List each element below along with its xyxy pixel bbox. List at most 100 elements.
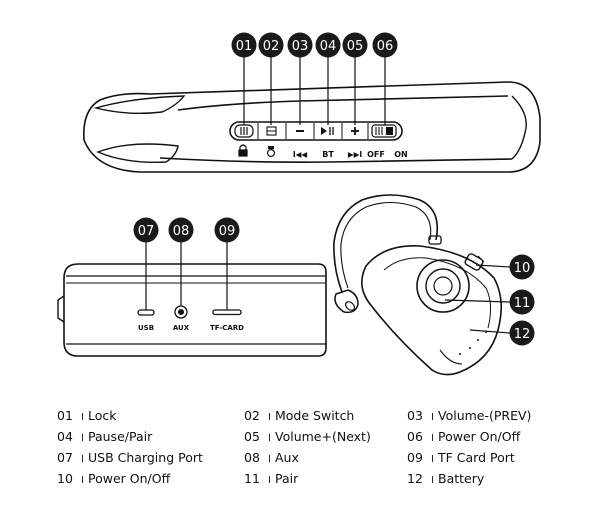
side-view-left-end [57,295,65,323]
button-strip-frame [229,121,403,141]
svg-text:07: 07 [138,224,155,239]
svg-text:12: 12 [514,327,531,342]
legend-separator: I [268,412,271,423]
usb-port[interactable] [137,309,155,316]
svg-text:05: 05 [347,39,364,54]
legend-separator: I [268,454,271,465]
legend-separator: I [268,433,271,444]
off-label: OFF [367,150,385,159]
legend-separator: I [431,412,434,423]
svg-text:10: 10 [514,261,531,276]
top-view-left-panel-upper [93,95,186,115]
legend-number: 04 [57,429,73,444]
callout-08: 08 [168,217,194,243]
top-view-button-strip [229,121,403,141]
top-view-icon-row: I◀◀ BT ▶▶I OFF ON [238,144,408,159]
padlock-icon [238,144,248,157]
callout-09: 09 [214,217,240,243]
svg-text:02: 02 [263,39,280,54]
top-callout-leaders [243,56,386,125]
battery-indicator-dots [459,331,487,355]
mode-switch-button[interactable] [266,126,277,136]
legend-label: TF Card Port [438,450,515,465]
svg-text:08: 08 [173,224,190,239]
legend-label: USB Charging Port [88,450,203,465]
speaker-center [433,276,453,296]
legend-label: Pair [275,471,299,486]
side-callout-leaders [145,241,228,310]
on-label: ON [394,150,408,159]
svg-text:03: 03 [292,39,309,54]
ear-hook-joint [428,235,442,245]
legend-number: 03 [407,408,423,423]
legend-separator: I [431,475,434,486]
legend-number: 05 [244,429,260,444]
skip-forward-icon: ▶▶I [348,150,363,159]
svg-text:04: 04 [320,39,337,54]
earpiece-callouts: 10 11 12 [509,254,535,346]
aux-port[interactable] [174,305,188,319]
top-view-left-panel-lower [96,143,179,163]
svg-text:11: 11 [514,296,531,311]
callout-10: 10 [509,254,535,280]
legend-separator: I [81,475,84,486]
legend-item-05: 05 I Volume+(Next) [244,429,371,446]
speaker-inner [425,268,461,304]
legend-item-09: 09 I TF Card Port [407,450,515,467]
mode-swap-icon [266,146,276,158]
legend-number: 07 [57,450,73,465]
svg-text:06: 06 [377,39,394,54]
legend-separator: I [81,433,84,444]
earpiece-lower-edge [439,349,463,365]
usb-label: USB [138,324,154,332]
earpiece-power-button[interactable] [464,253,485,271]
top-callouts: 01 02 03 04 05 06 [231,32,398,58]
top-view-body-outline [83,81,541,173]
svg-text:09: 09 [219,224,236,239]
side-view-headset [57,263,327,357]
legend-separator: I [81,412,84,423]
svg-text:01: 01 [236,39,253,54]
legend-number: 12 [407,471,423,486]
power-switch[interactable] [371,124,397,138]
play-pause-button[interactable] [321,127,334,135]
bt-label: BT [322,150,334,159]
legend-label: Lock [88,408,117,423]
legend-label: Battery [438,471,485,486]
volume-plus-button[interactable] [351,127,359,135]
legend-separator: I [431,454,434,465]
aux-label: AUX [173,324,190,332]
top-view-upper-contour [177,95,509,111]
callout-06: 06 [372,32,398,58]
top-view-lower-contour [159,157,513,163]
ear-hook [333,194,439,293]
legend-number: 09 [407,450,423,465]
hook-end-cap [334,289,359,314]
legend-label: Power On/Off [88,471,171,486]
tf-card-label: TF-CARD [210,324,244,332]
legend-label: Power On/Off [438,429,521,444]
tf-card-slot[interactable] [212,309,242,316]
earpiece-body [361,245,502,376]
lock-switch[interactable] [234,124,254,138]
legend-number: 10 [57,471,73,486]
legend-label: Aux [275,450,299,465]
callout-05: 05 [342,32,368,58]
side-view-port-labels: USB AUX TF-CARD [138,324,244,332]
callout-01: 01 [231,32,257,58]
callout-11: 11 [509,289,535,315]
callout-04: 04 [315,32,341,58]
legend-label: Volume+(Next) [275,429,371,444]
side-view-body-outline [63,263,327,357]
earpiece-body-inner [383,257,492,329]
side-callouts: 07 08 09 [133,217,240,243]
legend-number: 01 [57,408,73,423]
skip-back-icon: I◀◀ [293,150,308,159]
